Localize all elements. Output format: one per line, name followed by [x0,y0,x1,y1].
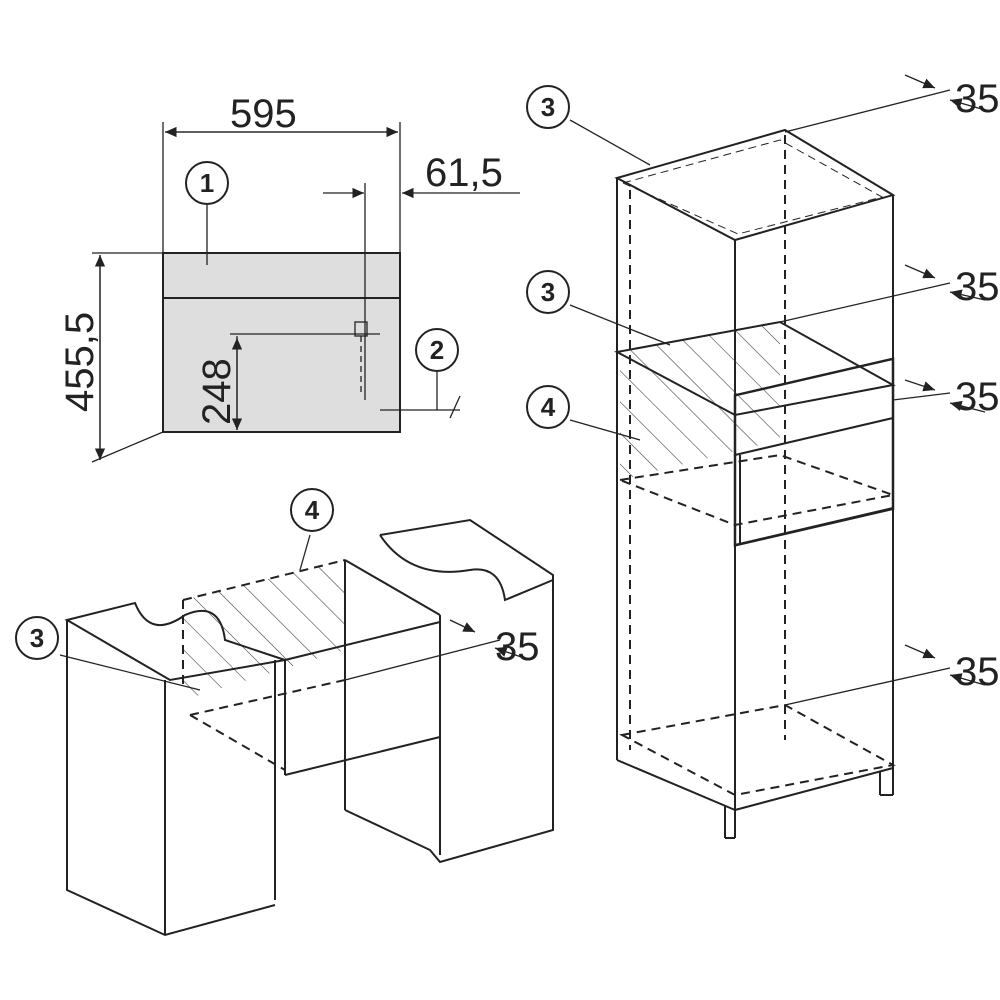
callout-2: 2 [415,328,459,372]
svg-text:1: 1 [200,168,214,198]
svg-text:2: 2 [430,335,444,365]
gap-dimension-bottom: 35 [955,650,1000,694]
tall-cabinet: 35 35 35 35 [569,74,1000,839]
base-cabinet: 35 [59,518,554,937]
callout-4-base: 4 [290,488,334,532]
gap-dimension-top: 35 [955,77,1000,121]
callout-3-top: 3 [526,85,570,129]
gap-markers: 35 35 35 35 [779,74,1000,706]
svg-text:3: 3 [30,623,44,653]
svg-text:4: 4 [305,495,320,525]
callout-3-base: 3 [15,616,59,660]
svg-text:3: 3 [541,277,555,307]
gap-dimension-upper: 35 [955,265,1000,309]
svg-text:3: 3 [541,92,555,122]
appliance-front-view: 595 61,5 455,5 248 [58,92,520,463]
gap-dimension-middle: 35 [955,375,1000,419]
connection-height-dimension: 248 [195,358,239,425]
gap-dimension-base: 35 [495,625,540,669]
offset-dimension: 61,5 [425,151,503,195]
callout-3-middle: 3 [526,270,570,314]
width-dimension: 595 [230,92,297,136]
height-dimension: 455,5 [58,312,102,412]
callout-1: 1 [185,161,229,205]
svg-text:4: 4 [541,392,556,422]
callout-4-tall: 4 [526,385,570,429]
